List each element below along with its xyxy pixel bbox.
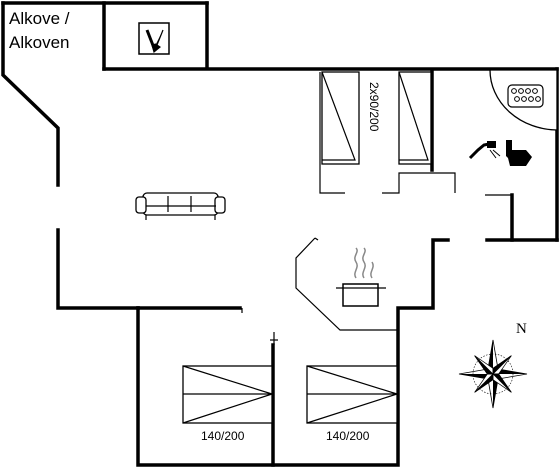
compass-north-label: N (516, 321, 527, 337)
bed-left (182, 365, 273, 424)
bed-left-label: 140/200 (201, 429, 245, 443)
thin-walls (241, 72, 512, 345)
bed-right-label: 140/200 (326, 429, 370, 443)
shower-icon (468, 141, 501, 160)
kitchen-pot-icon (336, 247, 386, 307)
compass-rose-icon (458, 339, 528, 409)
alcove-label-line2: Alkoven (9, 33, 69, 52)
bunk-bed (321, 71, 432, 165)
bunk-bed-label: 2x90/200 (367, 82, 381, 132)
storage-icon (138, 22, 170, 55)
toilet-icon (506, 140, 532, 166)
kitchen (295, 237, 398, 331)
alcove-label-line1: Alkove / (9, 9, 70, 28)
bed-right (306, 365, 398, 424)
whirlpool-icon (489, 69, 558, 131)
sofa-icon (135, 192, 226, 220)
